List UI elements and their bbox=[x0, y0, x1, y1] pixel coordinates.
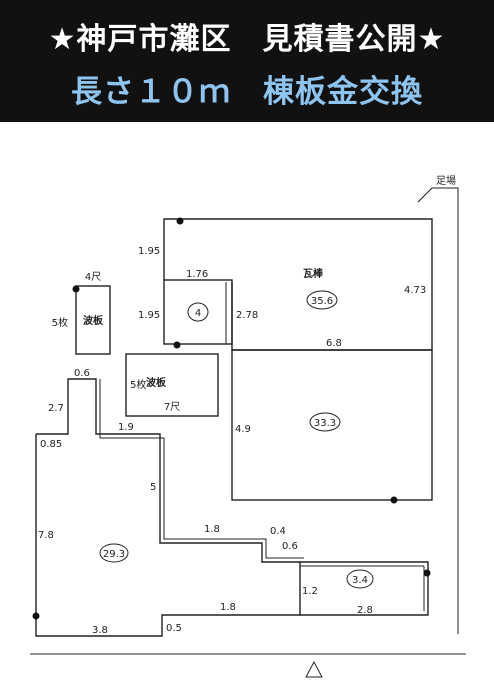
section-left-area-circle bbox=[99, 543, 129, 563]
section-bottom-right-area: 3.4 bbox=[352, 575, 368, 586]
banner-subtitle: 長さ１０ｍ 棟板金交換 bbox=[71, 74, 423, 110]
scaffold-label: 足場 bbox=[436, 174, 456, 187]
scaffold-outline: 足場 bbox=[30, 174, 466, 655]
corner-markers bbox=[32, 217, 431, 620]
panel-middle: 5枚 波板 7尺 bbox=[125, 353, 219, 417]
section-middle-area: 33.3 bbox=[314, 418, 336, 429]
dim-1-76: 1.76 bbox=[186, 269, 208, 280]
dim-0-5: 0.5 bbox=[166, 623, 182, 634]
dim-2-78: 2.78 bbox=[236, 310, 258, 321]
dim-4-9: 4.9 bbox=[235, 424, 251, 435]
dim-1-8-bottom: 1.8 bbox=[220, 602, 236, 613]
section-small-area: 4 bbox=[195, 308, 201, 319]
dim-5: 5 bbox=[150, 482, 156, 493]
section-middle: 33.3 bbox=[231, 349, 433, 501]
section-kawara-area: 35.6 bbox=[311, 296, 333, 307]
panel-upper: 波板 5枚 4尺 bbox=[52, 271, 111, 355]
section-small: 4 bbox=[163, 279, 233, 345]
panel-middle-size: 7尺 bbox=[164, 401, 180, 413]
panel-upper-count: 5枚 bbox=[52, 316, 68, 329]
dim-0-4: 0.4 bbox=[270, 526, 286, 537]
roof-plan-diagram: 足場 瓦棒 35.6 4 33.3 波板 5枚 4尺 5枚 波板 7尺 29.3 bbox=[30, 174, 466, 678]
north-marker bbox=[305, 660, 323, 678]
dim-4-73: 4.73 bbox=[404, 285, 426, 296]
dim-1-8-mid: 1.8 bbox=[204, 524, 220, 535]
dim-1-9: 1.9 bbox=[118, 422, 134, 433]
section-left-area: 29.3 bbox=[103, 549, 125, 560]
dim-1-95-mid: 1.95 bbox=[138, 310, 160, 321]
panel-upper-type: 波板 bbox=[83, 314, 104, 327]
dim-2-7: 2.7 bbox=[48, 403, 64, 414]
panel-upper-size: 4尺 bbox=[85, 271, 101, 283]
dim-1-95-top: 1.95 bbox=[138, 246, 160, 257]
dim-0-85: 0.85 bbox=[40, 439, 62, 450]
dim-6-8: 6.8 bbox=[326, 338, 342, 349]
section-small-area-circle bbox=[187, 302, 209, 322]
section-kawara-area-circle bbox=[306, 290, 338, 310]
dimension-labels: 1.95 1.76 1.95 2.78 4.73 6.8 4.9 0.6 2.7… bbox=[38, 246, 426, 636]
dim-2-8: 2.8 bbox=[357, 605, 373, 616]
section-bottom-right-area-circle bbox=[346, 569, 374, 589]
dim-7-8: 7.8 bbox=[38, 530, 54, 541]
dim-0-6-right: 0.6 bbox=[282, 541, 298, 552]
section-kawara-label: 瓦棒 bbox=[303, 267, 324, 280]
dim-0-6-top: 0.6 bbox=[74, 368, 90, 379]
section-left: 29.3 bbox=[35, 378, 304, 637]
banner-title: ★神戸市灘区 見積書公開★ bbox=[48, 22, 446, 57]
dim-3-8: 3.8 bbox=[92, 625, 108, 636]
section-kawara: 瓦棒 35.6 bbox=[163, 218, 433, 351]
panel-middle-count: 5枚 bbox=[130, 378, 146, 391]
panel-middle-type: 波板 bbox=[146, 376, 167, 389]
title-banner: ★神戸市灘区 見積書公開★ 長さ１０ｍ 棟板金交換 bbox=[0, 0, 494, 122]
section-middle-area-circle bbox=[309, 412, 341, 432]
dim-1-2: 1.2 bbox=[302, 586, 318, 597]
